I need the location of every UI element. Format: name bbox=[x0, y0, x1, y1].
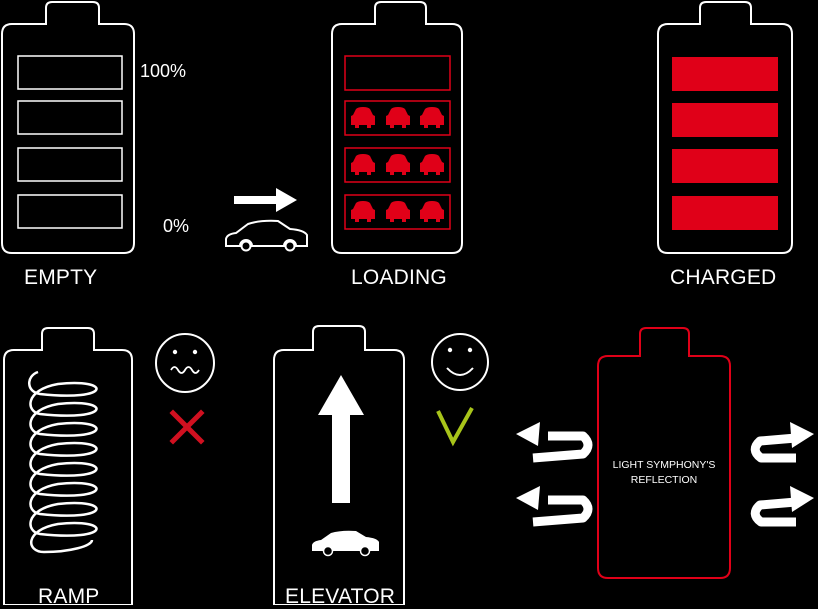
reflection-battery bbox=[597, 327, 731, 579]
car-front-icon bbox=[386, 107, 410, 128]
zero-level-label: 0% bbox=[163, 216, 190, 236]
car-front-icon bbox=[351, 107, 375, 128]
reflection-caption: LIGHT SYMPHONY'S REFLECTION bbox=[598, 458, 730, 488]
car-front-icon bbox=[420, 201, 444, 222]
car-front-icon bbox=[420, 154, 444, 175]
u-turn-arrow-icon bbox=[750, 422, 814, 463]
x-mark-icon bbox=[169, 409, 205, 445]
empty-slot bbox=[17, 55, 123, 90]
loading-slot bbox=[344, 194, 451, 230]
sad-face-icon bbox=[155, 333, 215, 393]
car-front-icon bbox=[351, 154, 375, 175]
loading-slot bbox=[344, 147, 451, 183]
car-front-icon bbox=[386, 154, 410, 175]
empty-slot bbox=[17, 147, 123, 182]
elevator-label: ELEVATOR bbox=[285, 585, 396, 608]
up-arrow-icon bbox=[318, 375, 364, 503]
loading-label: LOADING bbox=[351, 266, 447, 289]
car-icon bbox=[225, 219, 308, 252]
check-mark-icon bbox=[436, 407, 474, 447]
empty-label: EMPTY bbox=[24, 266, 98, 289]
loading-slot bbox=[344, 100, 451, 136]
charged-label: CHARGED bbox=[670, 266, 777, 289]
car-front-icon bbox=[420, 107, 444, 128]
loading-battery bbox=[331, 1, 463, 254]
u-turn-arrow-icon bbox=[516, 486, 593, 527]
elevator-battery bbox=[273, 325, 405, 605]
empty-slot bbox=[17, 194, 123, 229]
full-level-label: 100% bbox=[140, 61, 187, 81]
empty-slot bbox=[17, 100, 123, 135]
ramp-label: RAMP bbox=[38, 585, 100, 608]
empty-battery bbox=[1, 1, 135, 254]
ramp-battery bbox=[3, 327, 133, 605]
car-front-icon bbox=[386, 201, 410, 222]
loading-slot bbox=[344, 55, 451, 91]
charged-battery bbox=[657, 1, 793, 254]
arrow-right-icon bbox=[234, 188, 297, 212]
u-turn-arrow-icon bbox=[516, 422, 593, 463]
charged-slot bbox=[672, 103, 778, 137]
charged-slot bbox=[672, 149, 778, 183]
u-turn-arrow-icon bbox=[750, 486, 814, 527]
ramp-spiral bbox=[28, 370, 98, 554]
reflection-caption-line2: REFLECTION bbox=[630, 474, 698, 486]
car-icon bbox=[312, 530, 379, 557]
reflection-caption-line1: LIGHT SYMPHONY'S bbox=[612, 459, 716, 471]
charged-slot bbox=[672, 196, 778, 230]
happy-face-icon bbox=[431, 333, 489, 391]
car-front-icon bbox=[351, 201, 375, 222]
charged-slot bbox=[672, 57, 778, 91]
